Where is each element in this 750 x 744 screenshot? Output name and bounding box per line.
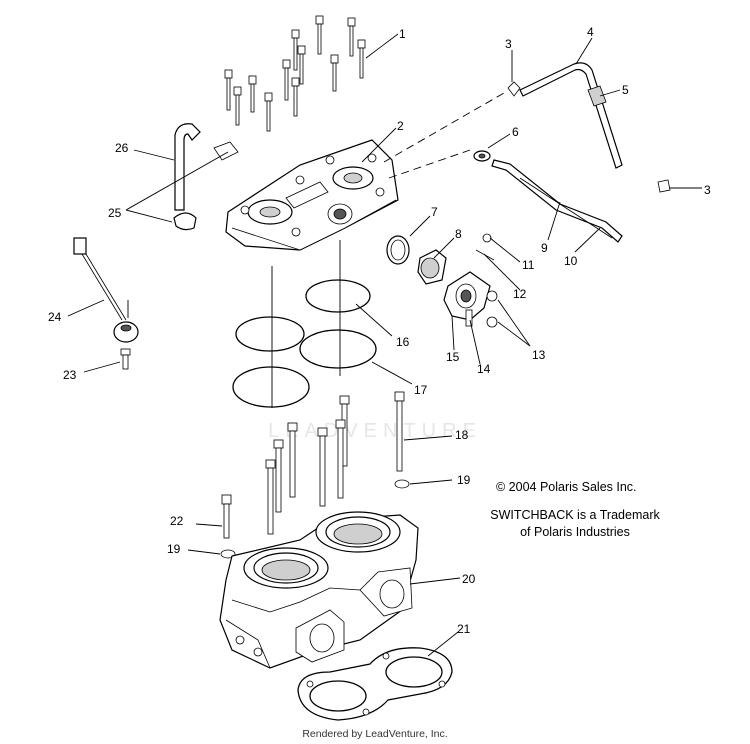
callout-8: 8 bbox=[455, 227, 462, 241]
leader-lines bbox=[67, 33, 702, 657]
trademark-notice: SWITCHBACK is a Trademark of Polaris Ind… bbox=[486, 507, 664, 541]
trademark-line-1: SWITCHBACK is a Trademark bbox=[490, 508, 660, 522]
callout-18: 18 bbox=[455, 428, 469, 442]
callout-24: 24 bbox=[48, 310, 62, 324]
cylinder-block bbox=[219, 511, 419, 669]
callout-14: 14 bbox=[477, 362, 491, 376]
callout-6: 6 bbox=[512, 125, 519, 139]
callout-9: 9 bbox=[541, 241, 548, 255]
callout-13: 13 bbox=[532, 348, 546, 362]
callout-20: 20 bbox=[462, 572, 476, 586]
callout-15: 15 bbox=[446, 350, 460, 364]
callout-10: 10 bbox=[564, 254, 578, 268]
callout-3: 3 bbox=[505, 37, 512, 51]
callout-5: 5 bbox=[622, 83, 629, 97]
cable-assembly bbox=[473, 62, 671, 243]
temp-sensor bbox=[73, 237, 139, 370]
copyright-notice: © 2004 Polaris Sales Inc. bbox=[496, 480, 637, 494]
callout-25: 25 bbox=[108, 206, 122, 220]
callout-19: 19 bbox=[457, 473, 471, 487]
callout-12: 12 bbox=[513, 287, 527, 301]
callout-7: 7 bbox=[431, 205, 438, 219]
washer bbox=[394, 479, 410, 489]
callout-labels: 1 2 3 3 4 5 6 7 8 9 10 11 12 13 14 15 16… bbox=[48, 25, 711, 636]
cylinder-head bbox=[225, 139, 399, 251]
callout-21: 21 bbox=[457, 622, 471, 636]
callout-19: 19 bbox=[167, 542, 181, 556]
head-bolts bbox=[224, 15, 366, 132]
callout-2: 2 bbox=[397, 119, 404, 133]
callout-11: 11 bbox=[522, 258, 535, 272]
bypass-hose bbox=[173, 123, 239, 231]
callout-17: 17 bbox=[414, 383, 428, 397]
trademark-line-2: of Polaris Industries bbox=[520, 525, 630, 539]
callout-1: 1 bbox=[399, 27, 406, 41]
cylinder-studs bbox=[221, 391, 405, 539]
callout-4: 4 bbox=[587, 25, 594, 39]
callout-23: 23 bbox=[63, 368, 77, 382]
callout-22: 22 bbox=[170, 514, 184, 528]
callout-26: 26 bbox=[115, 141, 129, 155]
callout-3: 3 bbox=[704, 183, 711, 197]
thermostat-group bbox=[386, 233, 498, 328]
head-o-rings bbox=[232, 240, 377, 408]
rendered-by-footer: Rendered by LeadVenture, Inc. bbox=[302, 728, 448, 740]
base-gasket bbox=[297, 647, 453, 721]
callout-16: 16 bbox=[396, 335, 410, 349]
